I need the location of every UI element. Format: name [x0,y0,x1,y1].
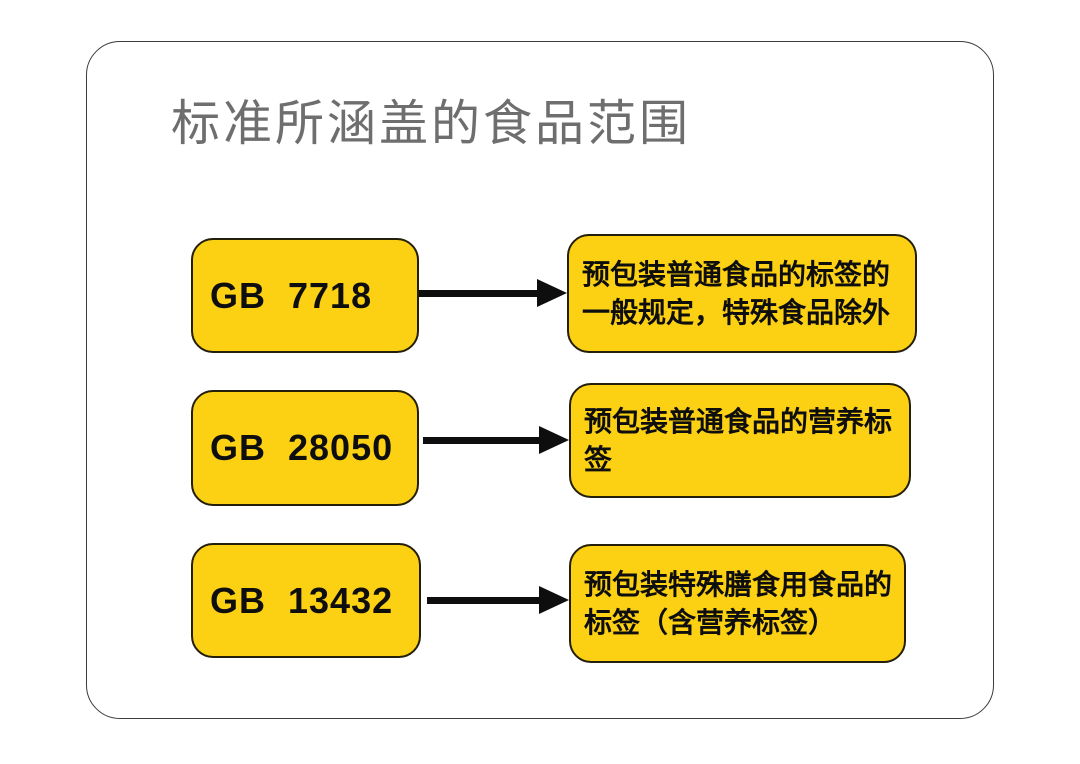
arrow-right-row3 [427,586,569,614]
gb-13432-description-box: 预包装特殊膳食用食品的 标签（含营养标签） [569,544,906,663]
gb-28050-label: GB 28050 [210,427,394,468]
gb-7718-description-box: 预包装普通食品的标签的 一般规定，特殊食品除外 [567,234,917,353]
arrow-line [423,436,542,444]
arrow-line [427,596,542,604]
slide-frame: 标准所涵盖的食品范围 GB 7718 预包装普通食品的标签的 一般规定，特殊食品… [86,41,994,719]
arrow-head-icon [537,279,567,307]
gb-13432-description: 预包装特殊膳食用食品的 标签（含营养标签） [584,568,893,638]
gb-13432-label: GB 13432 [210,579,394,621]
gb-7718-description: 预包装普通食品的标签的 一般规定，特殊食品除外 [582,258,891,328]
gb-28050-description-box: 预包装普通食品的营养标签 [569,383,911,498]
gb-13432-box: GB 13432 [191,543,421,658]
page-title: 标准所涵盖的食品范围 [171,97,692,151]
gb-28050-description: 预包装普通食品的营养标签 [584,405,893,475]
arrow-line [419,289,540,297]
gb-28050-box: GB 28050 [191,390,419,506]
arrow-right-row1 [419,279,567,307]
arrow-head-icon [539,586,569,614]
arrow-right-row2 [423,426,569,454]
gb-7718-box: GB 7718 [191,238,419,353]
gb-7718-label: GB 7718 [210,274,373,316]
arrow-head-icon [539,426,569,454]
